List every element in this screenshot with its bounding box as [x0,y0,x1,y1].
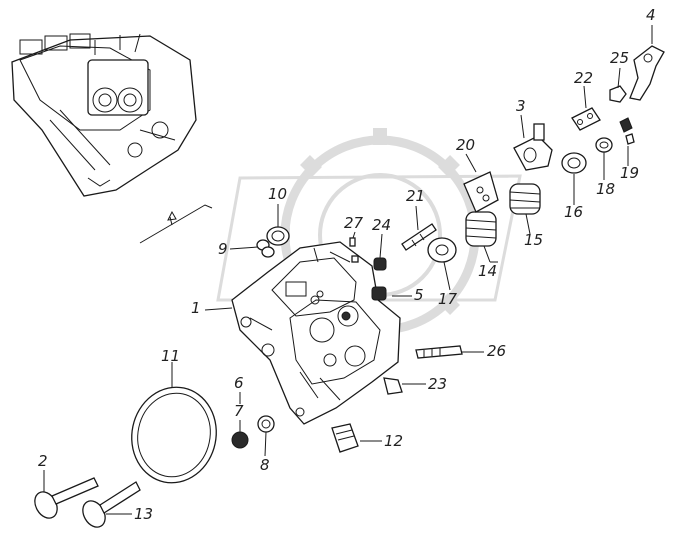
bracket-drawing [463,171,499,213]
plug-drawing [331,423,359,453]
callout-26: 26 [487,342,507,360]
callout-27: 27 [344,214,364,232]
washer-drawing [595,137,613,153]
retainer-drawing [561,152,587,174]
plate-drawing [571,107,601,131]
bush-drawing [231,431,249,449]
callout-1: 1 [191,299,201,317]
assembled-head-drawing [11,33,197,197]
nut-drawing [609,85,627,103]
callout-12: 12 [384,432,404,450]
callout-8: 8 [260,456,270,474]
valve-stem-seal-drawing [371,286,387,301]
pin-drawing [383,377,403,395]
cap-drawing [266,226,290,246]
cylinder-head-drawing [231,241,401,425]
callout-22: 22 [574,69,594,87]
callout-14: 14 [478,262,498,280]
callout-4: 4 [646,6,656,24]
spring-drawing [373,257,387,271]
stud-drawing [401,223,437,251]
direction-arrow [139,204,213,244]
callout-10: 10 [268,185,288,203]
callout-5: 5 [414,286,424,304]
callout-13: 13 [134,505,154,523]
leader-lines [43,25,653,515]
valves-drawing [34,477,141,528]
callout-25: 25 [610,49,630,67]
rocker-arm-drawing [629,45,665,101]
callout-20: 20 [456,136,476,154]
callout-6: 6 [234,374,244,392]
callout-17: 17 [438,290,458,308]
rocker-shaft-support-drawing [513,123,553,171]
springs-drawing [465,183,541,247]
callout-23: 23 [428,375,448,393]
callout-24: 24 [372,216,392,234]
spring-seat-drawing [427,237,457,263]
callout-21: 21 [406,187,426,205]
stud-long-drawing [415,345,463,359]
split-cotter-drawing [619,117,635,145]
callout-19: 19 [620,164,640,182]
callout-15: 15 [524,231,544,249]
dowel-drawing [349,237,359,263]
callout-3: 3 [516,97,526,115]
callout-7: 7 [234,402,244,420]
callout-16: 16 [564,203,584,221]
ring-drawing [257,415,275,433]
gasket-drawing [131,386,217,484]
callout-2: 2 [38,452,48,470]
callout-11: 11 [161,347,181,365]
callout-9: 9 [218,240,228,258]
callout-18: 18 [596,180,616,198]
small-bush-drawing [256,239,275,258]
